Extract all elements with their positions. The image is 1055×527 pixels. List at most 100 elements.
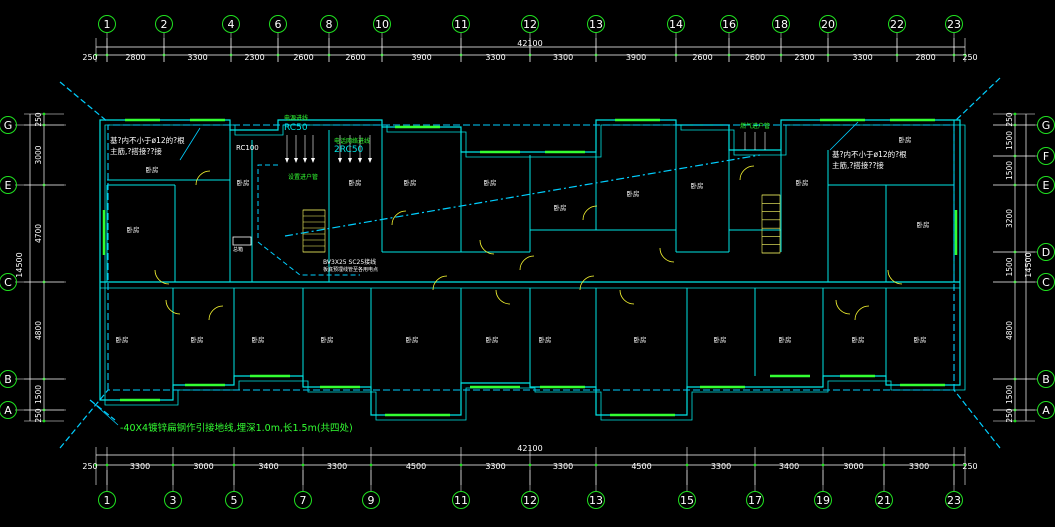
top-axis-bubble: 4	[228, 18, 235, 31]
top-dim-value: 2600	[692, 53, 712, 62]
top-dim-value: 3900	[626, 53, 646, 62]
bottom-axis-bubble: 5	[231, 494, 238, 507]
left-dim-value: 1500	[34, 385, 43, 404]
note-leader-right	[829, 121, 859, 151]
bottom-axis-bubble: 17	[748, 494, 762, 507]
bottom-dim-node	[685, 463, 689, 467]
top-axis-bubble: 2	[161, 18, 168, 31]
room-label: 卧房	[252, 335, 265, 344]
top-axis-bubble: 13	[589, 18, 603, 31]
top-dim-value: 2600	[745, 53, 765, 62]
conduit-label-2: 板底预埋线管至各用电点	[323, 266, 378, 273]
service-conduit	[257, 164, 280, 238]
right-dim-node	[1013, 419, 1017, 423]
annotation-layer: 基?内不小于ø12的?根 主筋,?搭接??接 基?内不小于ø12的?根 主筋,?…	[110, 114, 907, 434]
room-label: 卧房	[404, 178, 417, 187]
left-dim-node	[42, 112, 46, 116]
top-dim-value: 3900	[411, 53, 431, 62]
door-swing	[195, 170, 211, 186]
bottom-axis-bubble-circle	[225, 491, 243, 509]
bottom-axis-bubble: 23	[947, 494, 961, 507]
top-axis-bubble: 23	[947, 18, 961, 31]
top-dim-value: 250	[962, 53, 977, 62]
top-axis-bubble: 18	[774, 18, 788, 31]
stairs-right	[761, 194, 781, 254]
service-arrow-head	[368, 158, 372, 163]
service-arrow-head	[294, 158, 298, 163]
top-axis-bubble-circle	[819, 15, 837, 33]
top-axis-bubble-circle	[521, 15, 539, 33]
door-swing	[582, 205, 598, 221]
bottom-dim-value: 4500	[406, 462, 426, 471]
bottom-axis-bubble: 12	[523, 494, 537, 507]
right-dim-value: 1500	[1005, 257, 1014, 276]
left-axis-bubble: B	[4, 373, 12, 386]
branch-conduit	[257, 241, 360, 276]
panel-box-label: 总箱	[233, 246, 243, 253]
rc100-label: RC100	[236, 144, 259, 152]
room-label: 卧房	[554, 203, 567, 212]
bottom-axis-bubble: 3	[170, 494, 177, 507]
top-axis-bubble-circle	[888, 15, 906, 33]
ground-electrode-line	[953, 389, 1001, 449]
bottom-axis-bubble-circle	[746, 491, 764, 509]
bottom-dim-value: 3300	[553, 462, 573, 471]
bottom-dim-value: 4500	[631, 462, 651, 471]
room-label: 卧房	[321, 335, 334, 344]
top-axis-bubble: 10	[375, 18, 389, 31]
door-swing	[391, 210, 407, 226]
door-swing	[739, 165, 755, 181]
left-dim-value: 4700	[34, 224, 43, 243]
left-dim-value: 4800	[34, 321, 43, 340]
left-axis-bubble: C	[4, 276, 12, 289]
door-swing	[579, 275, 595, 291]
top-axis-bubble-circle	[269, 15, 287, 33]
top-axis-bubble-circle	[720, 15, 738, 33]
bottom-dim-value: 3300	[711, 462, 731, 471]
power-in-label: 电源进线	[284, 114, 308, 122]
top-axis-bubble: 22	[890, 18, 904, 31]
top-dim-value: 3300	[553, 53, 573, 62]
room-label: 卧房	[539, 335, 552, 344]
room-label: 卧房	[914, 335, 927, 344]
bottom-axis-bubble-circle	[98, 491, 116, 509]
bottom-dim-node	[171, 463, 175, 467]
bottom-dim-node	[105, 463, 109, 467]
room-label: 卧房	[146, 165, 159, 174]
room-label: 卧房	[484, 178, 497, 187]
right-dim-value: 250	[1005, 112, 1014, 127]
top-axis-bubble-circle	[155, 15, 173, 33]
room-label: 卧房	[796, 178, 809, 187]
room-label: 卧房	[627, 189, 640, 198]
door-swing	[495, 289, 511, 305]
bottom-dim-node	[594, 463, 598, 467]
bottom-axis-bubble-circle	[814, 491, 832, 509]
room-label-layer: 卧房卧房卧房卧房卧房卧房卧房卧房卧房卧房卧房卧房卧房卧房卧房卧房卧房卧房卧房卧房…	[116, 135, 930, 344]
service-arrow-head	[338, 158, 342, 163]
room-label: 卧房	[714, 335, 727, 344]
room-label: 卧房	[486, 335, 499, 344]
room-label: 卧房	[852, 335, 865, 344]
left-dim-value: 250	[34, 408, 43, 423]
top-axis-bubble: 14	[669, 18, 683, 31]
left-axis-bubble-circle	[0, 176, 17, 194]
right-dim-value: 1500	[1005, 131, 1014, 150]
room-label: 卧房	[899, 135, 912, 144]
room-label: 卧房	[127, 225, 140, 234]
foundation-note-left-2: 主筋,?搭接??接	[110, 146, 162, 156]
service-arrow-head	[348, 158, 352, 163]
bottom-axis-bubble: 1	[104, 494, 111, 507]
right-dim-value: 4800	[1005, 321, 1014, 340]
room-label: 卧房	[237, 178, 250, 187]
top-axis-bubble: 6	[275, 18, 282, 31]
top-dim-value: 2300	[244, 53, 264, 62]
top-dim-value: 3300	[852, 53, 872, 62]
left-dim-value: 3000	[34, 145, 43, 164]
bottom-axis-bubble: 15	[680, 494, 694, 507]
top-dim-node	[963, 53, 967, 57]
right-dim-node	[1013, 112, 1017, 116]
door-swing	[887, 269, 903, 285]
room-label: 卧房	[116, 335, 129, 344]
top-axis-bubble: 11	[454, 18, 468, 31]
bottom-dim-node	[369, 463, 373, 467]
